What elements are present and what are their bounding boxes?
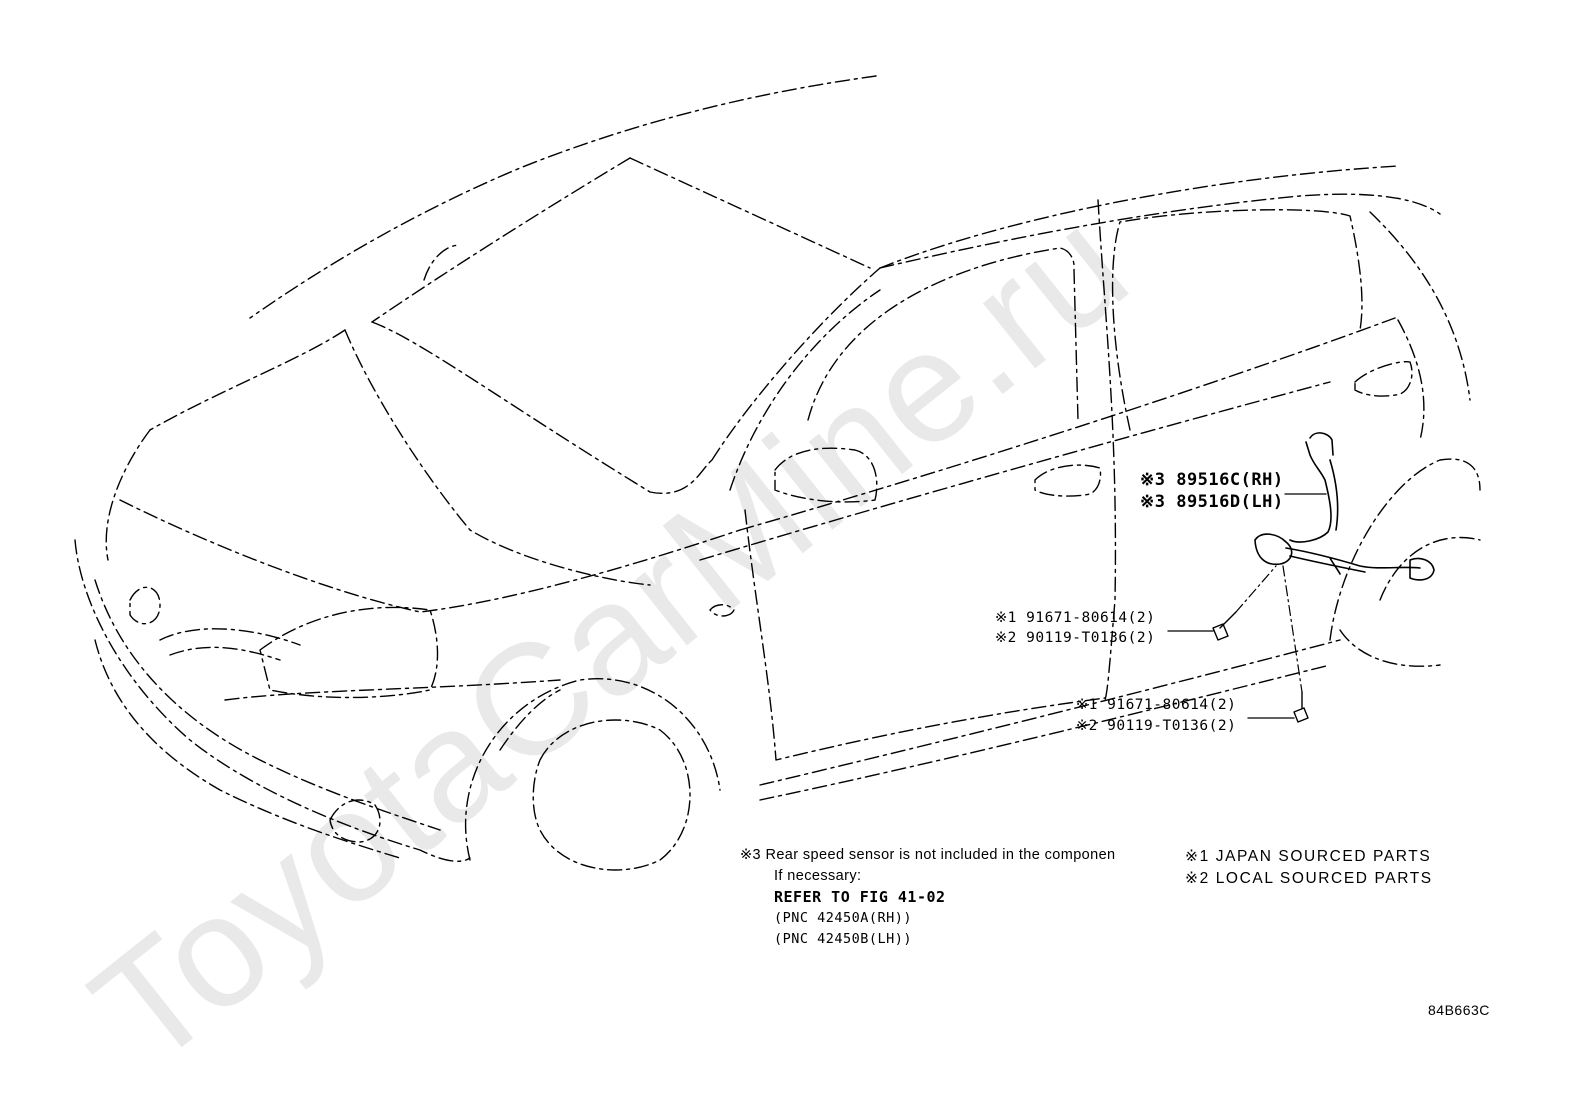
bolt-icon [1293, 691, 1309, 723]
bolt-upper-local-part-number: ※2 90119-T0136(2) [995, 630, 1156, 646]
note-line-2: If necessary: [774, 868, 862, 884]
legend-japan-sourced: ※1 JAPAN SOURCED PARTS [1185, 848, 1432, 865]
note-line-3: REFER TO FIG 41-02 [774, 888, 946, 906]
leader-lines [1167, 493, 1327, 719]
note-line-5: (PNC 42450B(LH)) [774, 931, 913, 947]
bolt-upper-japan-part-number: ※1 91671-80614(2) [995, 610, 1156, 626]
note-line-4: (PNC 42450A(RH)) [774, 910, 913, 926]
sensor-lh-part-number: ※3 89516D(LH) [1140, 492, 1284, 512]
installation-guide-lines [1235, 565, 1303, 693]
bolt-icon [1212, 611, 1237, 641]
speed-sensor-harness [1254, 432, 1435, 581]
figure-code: 84B663C [1428, 1002, 1490, 1018]
legend-local-sourced: ※2 LOCAL SOURCED PARTS [1185, 870, 1433, 887]
car-body-outline [74, 75, 1481, 871]
bolt-lower-japan-part-number: ※1 91671-80614(2) [1076, 697, 1237, 713]
bolt-lower-local-part-number: ※2 90119-T0136(2) [1076, 718, 1237, 734]
sensor-rh-part-number: ※3 89516C(RH) [1140, 470, 1284, 490]
note-line-1: ※3 Rear speed sensor is not included in … [740, 847, 1116, 863]
